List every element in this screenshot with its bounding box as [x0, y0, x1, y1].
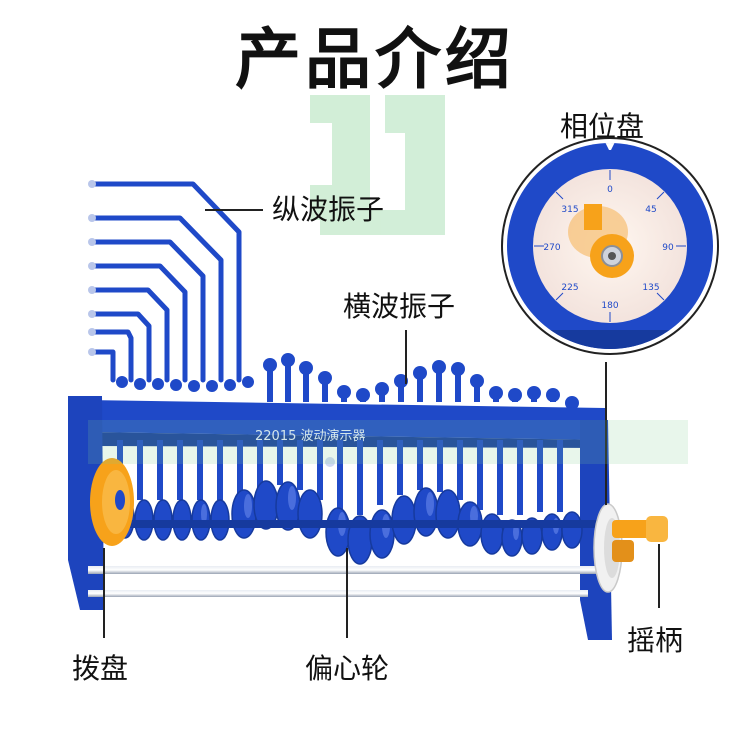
- crank: [612, 516, 668, 562]
- dial-tick-180: 180: [601, 301, 618, 311]
- label-transverse-oscillator: 横波振子: [343, 290, 456, 323]
- watermark-logo: [310, 95, 445, 235]
- dial-tick-135: 135: [642, 283, 659, 293]
- longitudinal-oscillators: [89, 181, 242, 383]
- dial-plate: [90, 458, 134, 546]
- label-longitudinal-oscillator: 纵波振子: [272, 193, 385, 226]
- transverse-oscillators: [116, 353, 579, 410]
- dial-tick-45: 45: [645, 205, 656, 215]
- label-phase-dial: 相位盘: [560, 110, 645, 143]
- dial-tick-90: 90: [662, 243, 674, 253]
- longitudinal-rod-tips: [88, 180, 96, 356]
- dial-tick-315: 315: [561, 205, 578, 215]
- connecting-rods: [117, 440, 563, 515]
- label-crank: 摇柄: [627, 624, 684, 657]
- label-dial-plate: 拨盘: [72, 652, 129, 685]
- page-title: 产品介绍: [235, 21, 515, 98]
- dial-tick-270: 270: [543, 243, 560, 253]
- dial-tick-0: 0: [607, 185, 613, 195]
- phase-dial-inset: 0 45 90 135 180 225 270 315: [501, 137, 719, 355]
- label-eccentric-wheel: 偏心轮: [305, 652, 390, 685]
- dial-tick-225: 225: [561, 283, 578, 293]
- callout-lines: [103, 209, 660, 638]
- shaft: [88, 520, 600, 597]
- watermark-band: [88, 420, 688, 464]
